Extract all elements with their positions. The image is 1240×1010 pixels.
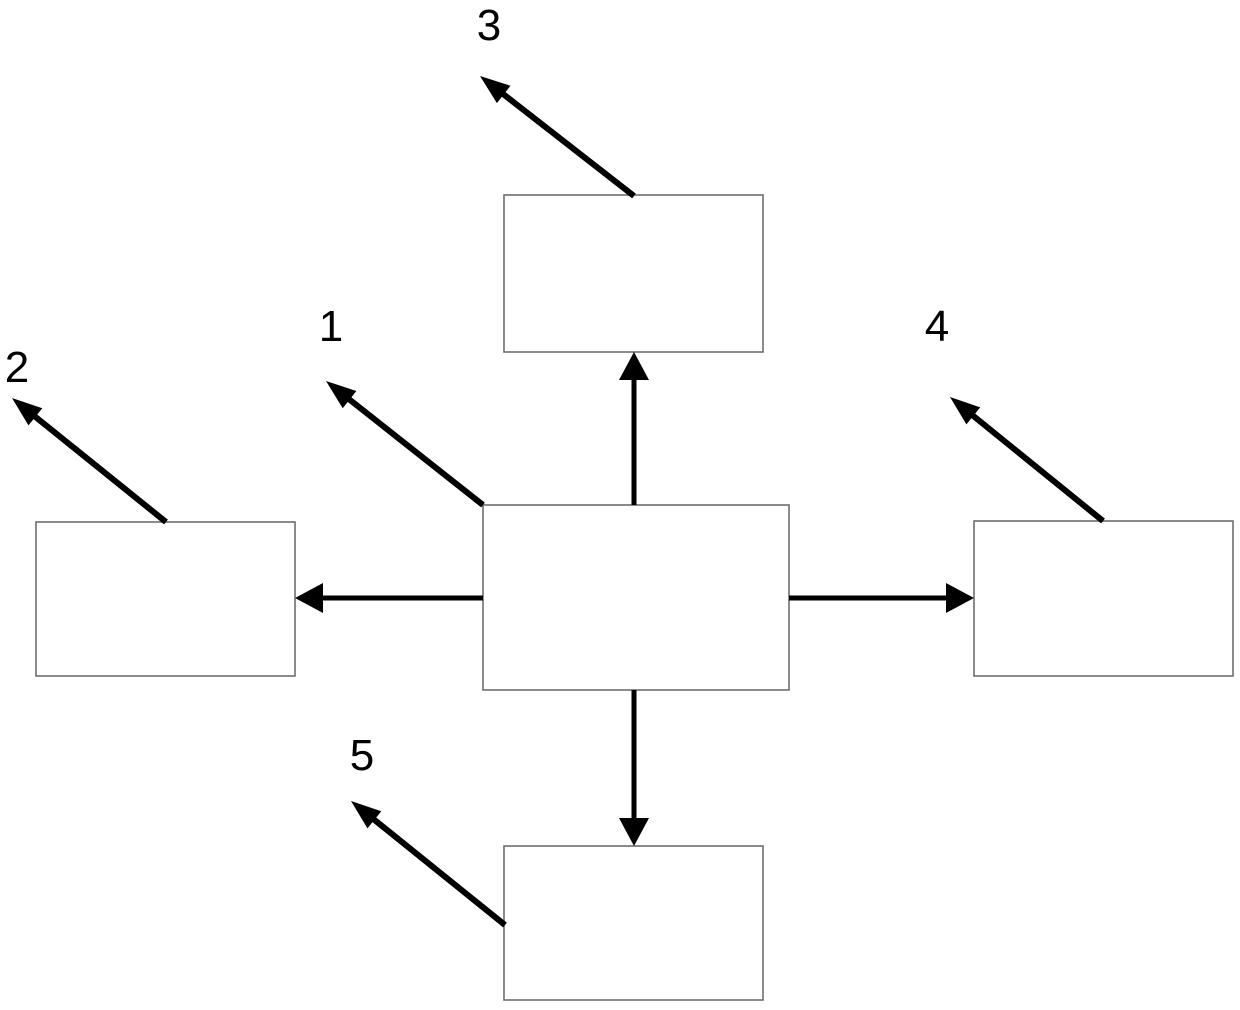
callout-leader-line bbox=[957, 402, 1105, 524]
callout-4: 4 bbox=[925, 302, 1105, 524]
callout-arrow-head bbox=[326, 381, 357, 409]
node-box-bottom[interactable] bbox=[503, 845, 764, 1001]
diagram-connectors bbox=[295, 352, 974, 846]
arrow-head-right bbox=[946, 583, 974, 613]
callout-2: 2 bbox=[5, 343, 168, 525]
connector-center-to-right bbox=[789, 583, 974, 613]
arrow-head-down bbox=[619, 818, 649, 846]
callout-arrow-head bbox=[12, 398, 43, 426]
arrow-head-left bbox=[295, 583, 323, 613]
connector-center-to-bottom bbox=[619, 690, 649, 846]
diagram-callouts: 1 2 3 4 5 bbox=[5, 1, 1105, 928]
diagram-boxes bbox=[35, 194, 1234, 1001]
node-box-right[interactable] bbox=[973, 520, 1234, 677]
callout-1: 1 bbox=[319, 302, 485, 508]
callout-label-3: 3 bbox=[477, 1, 501, 50]
callout-leader-line bbox=[19, 403, 168, 525]
callout-label-5: 5 bbox=[350, 731, 374, 780]
callout-arrow-head bbox=[351, 801, 382, 829]
callout-label-1: 1 bbox=[319, 302, 343, 351]
callout-leader-line bbox=[358, 806, 507, 928]
callout-label-4: 4 bbox=[925, 302, 949, 351]
callout-5: 5 bbox=[350, 731, 507, 928]
callout-leader-line bbox=[487, 81, 636, 199]
connector-center-to-left bbox=[295, 583, 483, 613]
callout-3: 3 bbox=[477, 1, 636, 199]
node-box-left[interactable] bbox=[35, 521, 296, 677]
callout-label-2: 2 bbox=[5, 343, 29, 392]
arrow-head-up bbox=[619, 352, 649, 380]
node-box-center[interactable] bbox=[482, 504, 790, 691]
callout-arrow-head bbox=[950, 397, 981, 425]
connector-center-to-top bbox=[619, 352, 649, 505]
node-box-top[interactable] bbox=[503, 194, 764, 353]
callout-arrow-head bbox=[480, 76, 511, 104]
callout-leader-line bbox=[333, 386, 485, 508]
